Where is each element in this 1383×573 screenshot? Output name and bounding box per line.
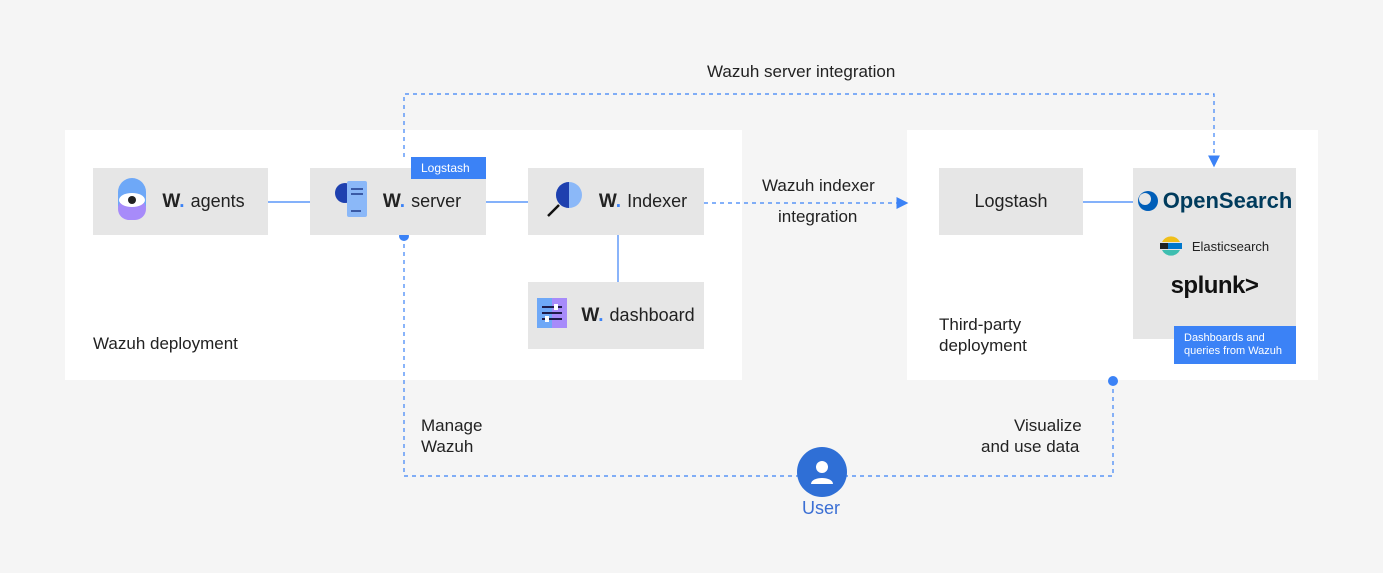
indexer-brand: W. — [598, 190, 622, 212]
indexer-integration-label-2: integration — [778, 207, 858, 226]
visualize-label-1: Visualize — [1014, 416, 1082, 435]
agents-brand: W. — [162, 190, 185, 212]
agents-label: agents — [190, 191, 245, 211]
third-party-label-1: Third-party — [939, 315, 1022, 334]
dashboard-sliders-icon — [537, 298, 568, 333]
server-logstash-tag: Logstash — [411, 157, 486, 179]
agents-eye-icon — [116, 176, 148, 227]
logstash-box: Logstash — [939, 168, 1083, 235]
user-avatar-icon[interactable] — [797, 447, 847, 497]
indexer-box: W. Indexer — [528, 168, 704, 235]
visualize-label-2: and use data — [981, 437, 1080, 456]
splunk-logo: splunk> — [1170, 272, 1259, 299]
server-integration-label: Wazuh server integration — [707, 62, 896, 81]
analytics-stack-box: OpenSearch Elasticsearch splunk> — [1133, 168, 1296, 339]
dashboard-label: dashboard — [609, 305, 695, 325]
user-label: User — [802, 498, 841, 518]
logstash-label: Logstash — [974, 191, 1048, 211]
third-party-endpoint-dot — [1108, 376, 1118, 386]
server-icon — [334, 179, 369, 224]
third-party-label-2: deployment — [939, 336, 1027, 355]
indexer-integration-label-1: Wazuh indexer — [762, 176, 875, 195]
server-box: W. server — [310, 168, 486, 235]
dashboard-box: W. dashboard — [528, 282, 704, 349]
elasticsearch-logo: Elasticsearch — [1159, 234, 1269, 258]
manage-label-2: Wazuh — [421, 437, 474, 456]
dashboards-queries-tag: Dashboards and queries from Wazuh — [1174, 326, 1296, 364]
elasticsearch-icon — [1159, 236, 1182, 256]
wazuh-deployment-label: Wazuh deployment — [93, 334, 238, 353]
indexer-label: Indexer — [627, 191, 688, 211]
agents-box: W. agents — [93, 168, 268, 235]
server-label: server — [411, 191, 462, 211]
server-brand: W. — [382, 190, 406, 212]
opensearch-logo: OpenSearch — [1137, 188, 1292, 214]
dashboard-brand: W. — [581, 304, 604, 326]
manage-label-1: Manage — [421, 416, 483, 435]
server-integration-line — [403, 93, 1220, 168]
indexer-magnifier-icon — [545, 179, 585, 224]
opensearch-icon — [1137, 191, 1158, 211]
user-loop-line — [403, 236, 1114, 477]
